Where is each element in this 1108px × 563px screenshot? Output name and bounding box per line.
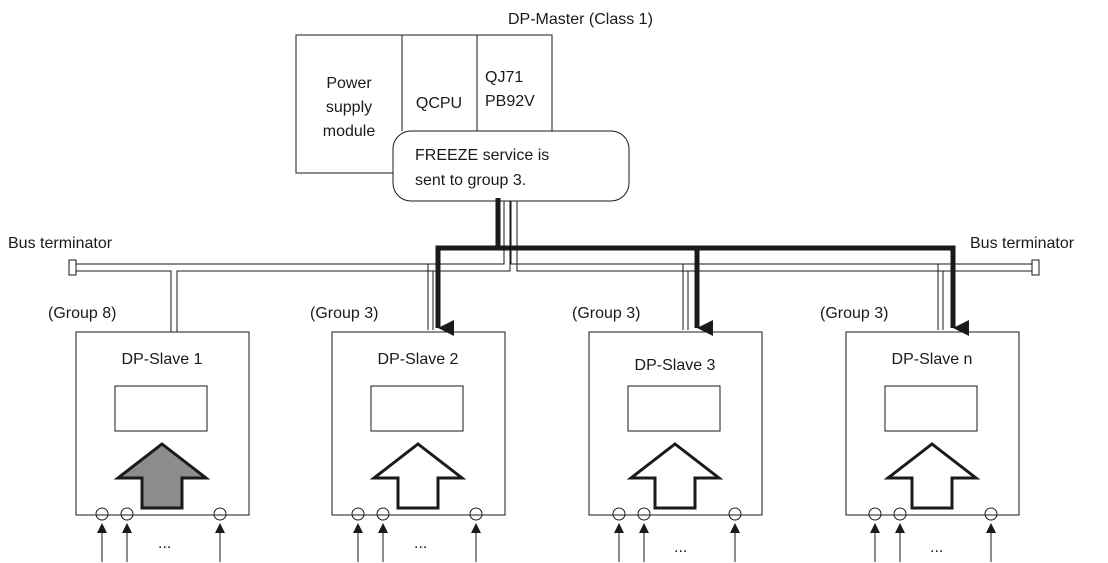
input-signal-arrow-icon — [378, 523, 388, 533]
freeze-callout-bubble — [392, 130, 630, 202]
input-signal-arrow-icon — [870, 523, 880, 533]
freeze-arrow-slaven — [697, 245, 970, 337]
bus-terminator-left-icon — [68, 259, 77, 276]
bus-line-outer-right — [510, 201, 1033, 265]
power-supply-module: Power supply module — [323, 75, 376, 140]
input-signal-arrow-icon — [97, 523, 107, 533]
slave-n: (Group 3) DP-Slave n ... — [820, 305, 1020, 562]
slave-2: (Group 3) DP-Slave 2 ... — [310, 305, 506, 562]
slave-name-label: DP-Slave n — [892, 351, 973, 368]
freeze-callout: FREEZE service is sent to group 3. — [392, 130, 630, 202]
input-terminal-icon — [213, 507, 227, 521]
master-rack: Power supply module QCPU QJ71 PB92V — [295, 34, 553, 174]
interface-module: QJ71 PB92V — [485, 69, 535, 110]
input-terminal-icon — [893, 507, 907, 521]
slave-frame — [75, 331, 250, 516]
bus-terminator-left-label: Bus terminator — [8, 235, 113, 252]
slave-name-label: DP-Slave 3 — [635, 357, 716, 374]
input-terminals: ... — [95, 507, 227, 562]
slave-data-buffer — [884, 385, 978, 432]
slave-data-buffer — [627, 385, 721, 432]
slave-data-buffer — [370, 385, 464, 432]
input-up-arrow-icon — [883, 442, 981, 510]
input-terminal-icon — [728, 507, 742, 521]
freeze-callout-line2: sent to group 3. — [415, 172, 526, 189]
slave-name-label: DP-Slave 1 — [122, 351, 203, 368]
bus-line-inner-mid — [176, 201, 511, 332]
input-terminal-icon — [95, 507, 109, 521]
cpu-module-label: QCPU — [416, 95, 462, 112]
input-signal-arrow-icon — [471, 523, 481, 533]
power-supply-label-line2: supply — [326, 99, 372, 116]
slave-frame — [845, 331, 1020, 516]
freeze-arrow-slave2 — [435, 198, 501, 337]
input-terminals: ... — [868, 507, 998, 562]
slave-1: (Group 8) DP-Slave 1 ... — [48, 305, 250, 562]
input-signal-arrow-icon — [215, 523, 225, 533]
input-ellipsis: ... — [930, 539, 943, 556]
input-terminal-icon — [469, 507, 483, 521]
bus-line-inner-left — [75, 270, 172, 332]
master-title: DP-Master (Class 1) — [508, 11, 653, 28]
input-terminal-icon — [984, 507, 998, 521]
slave-frame — [588, 331, 763, 516]
input-ellipsis: ... — [158, 535, 171, 552]
input-up-arrow-icon — [369, 442, 467, 510]
input-terminal-icon — [868, 507, 882, 521]
cpu-module: QCPU — [416, 95, 462, 112]
input-signal-arrow-icon — [895, 523, 905, 533]
slave-group-label: (Group 3) — [310, 305, 378, 322]
input-signal-arrow-icon — [353, 523, 363, 533]
input-signal-arrow-icon — [730, 523, 740, 533]
power-supply-label-line3: module — [323, 123, 376, 140]
interface-module-label-line2: PB92V — [485, 93, 535, 110]
input-terminal-icon — [120, 507, 134, 521]
bus-terminator-right-label: Bus terminator — [970, 235, 1075, 252]
slave-data-buffer — [114, 385, 208, 432]
interface-module-label-line1: QJ71 — [485, 69, 523, 86]
input-signal-arrow-icon — [614, 523, 624, 533]
input-signal-arrow-icon — [639, 523, 649, 533]
input-signal-arrow-icon — [122, 523, 132, 533]
slave-name-label: DP-Slave 2 — [378, 351, 459, 368]
bus-terminator-right-icon — [1031, 259, 1040, 276]
slave-group-label: (Group 8) — [48, 305, 116, 322]
input-up-arrow-icon — [113, 442, 211, 510]
freeze-callout-line1: FREEZE service is — [415, 147, 549, 164]
input-terminals: ... — [351, 507, 483, 562]
input-terminal-icon — [637, 507, 651, 521]
bus-line-inner-right — [516, 201, 1033, 272]
bus-line-outer-left — [75, 201, 505, 265]
input-signal-arrow-icon — [986, 523, 996, 533]
input-ellipsis: ... — [414, 535, 427, 552]
freeze-signal-path — [435, 198, 970, 337]
slave-group-label: (Group 3) — [820, 305, 888, 322]
input-terminal-icon — [351, 507, 365, 521]
slave-frame — [331, 331, 506, 516]
input-terminal-icon — [612, 507, 626, 521]
input-terminal-icon — [376, 507, 390, 521]
input-terminals: ... — [612, 507, 742, 562]
input-up-arrow-icon — [626, 442, 724, 510]
power-supply-label-line1: Power — [326, 75, 372, 92]
slave-3: (Group 3) DP-Slave 3 ... — [572, 305, 763, 562]
input-ellipsis: ... — [674, 539, 687, 556]
bus-cable — [68, 201, 1040, 332]
slave-group-label: (Group 3) — [572, 305, 640, 322]
